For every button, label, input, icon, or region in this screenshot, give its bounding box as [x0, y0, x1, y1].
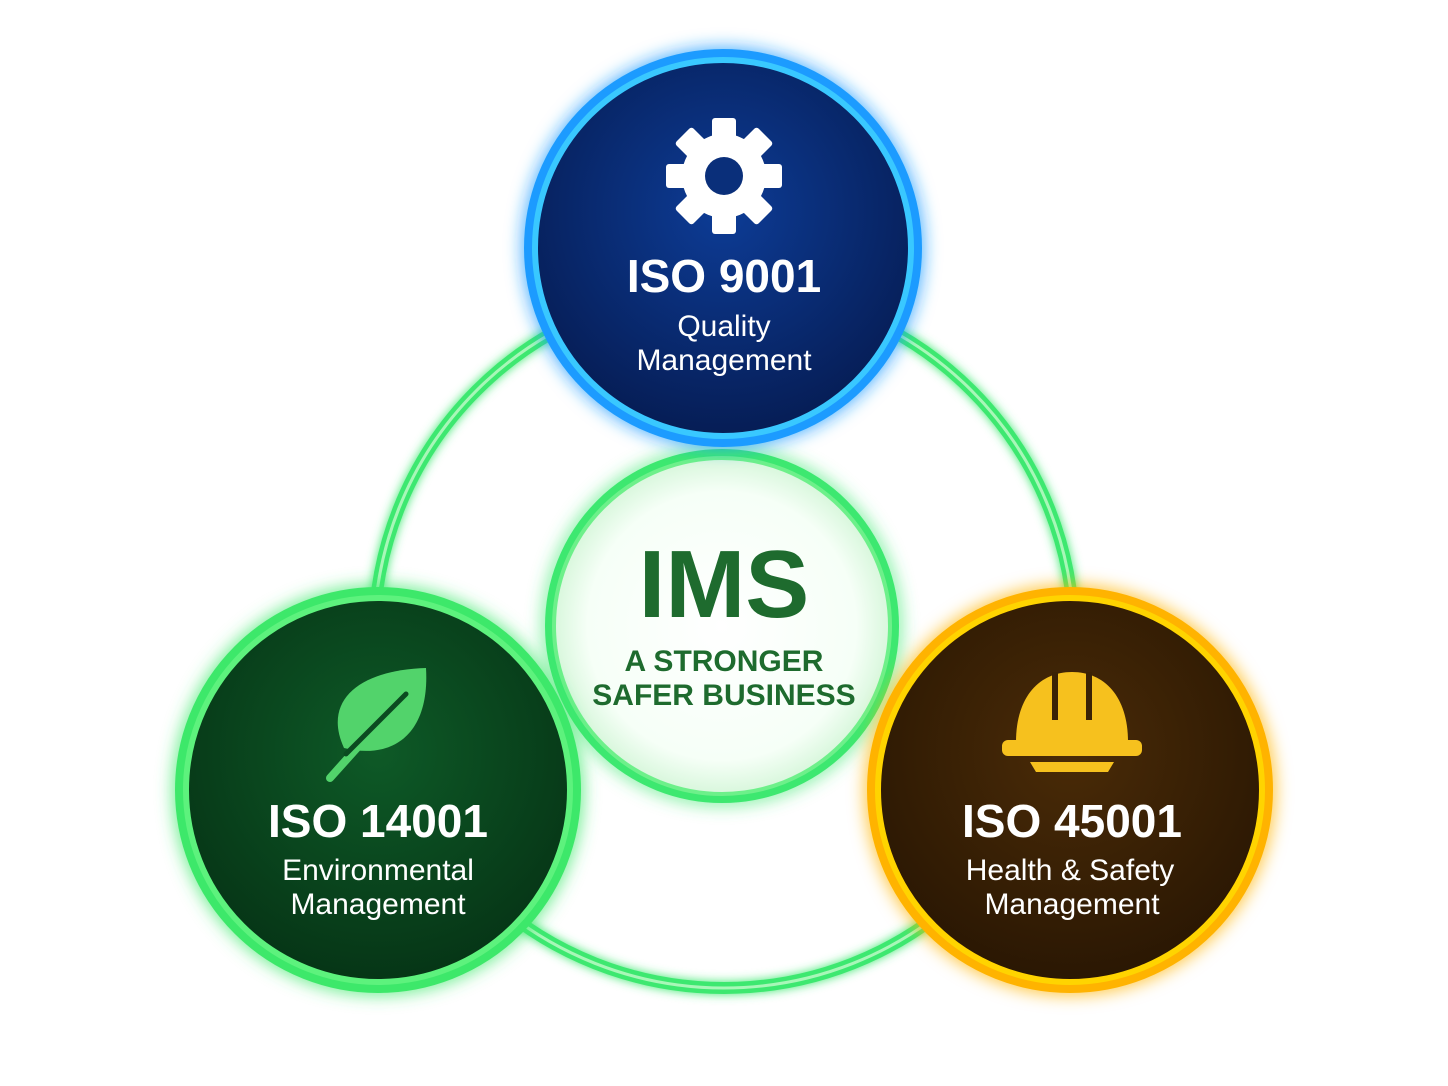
iso-45001-code: ISO 45001 — [962, 795, 1182, 847]
iso-14001-code: ISO 14001 — [268, 795, 488, 847]
iso-45001-glow — [867, 587, 1273, 993]
iso-9001-code: ISO 9001 — [627, 250, 821, 302]
ims-tagline-line-1: A STRONGER — [625, 645, 824, 678]
ims-tagline-line-2: SAFER BUSINESS — [592, 679, 855, 712]
ims-center: IMS A STRONGER SAFER BUSINESS — [545, 449, 899, 803]
iso-14001-circle — [183, 595, 573, 985]
iso-45001-name-line-1: Health & Safety — [966, 854, 1174, 887]
iso-14001-name-line-1: Environmental — [282, 854, 474, 887]
leaf-icon — [326, 668, 427, 782]
iso-9001-circle — [532, 57, 914, 439]
iso-14001-name-line-2: Management — [290, 888, 466, 921]
iso-14001-node: ISO 14001 Environmental Management — [175, 587, 581, 993]
gear-icon — [666, 118, 782, 234]
iso-14001-glow — [175, 587, 581, 993]
iso-45001-name-line-2: Management — [984, 888, 1160, 921]
hard-hat-icon — [1002, 672, 1142, 772]
ims-center-glow — [545, 449, 899, 803]
iso-45001-circle — [875, 595, 1265, 985]
iso-9001-glow — [524, 49, 922, 447]
ims-title: IMS — [639, 531, 810, 638]
iso-45001-node: ISO 45001 Health & Safety Management — [867, 587, 1273, 993]
hard-hat-ridge — [1052, 672, 1092, 720]
iso-9001-node: ISO 9001 Quality Management — [524, 49, 922, 447]
iso-9001-name-line-2: Management — [636, 344, 812, 377]
iso-9001-name-line-1: Quality — [677, 310, 770, 343]
ims-center-circle — [552, 456, 892, 796]
